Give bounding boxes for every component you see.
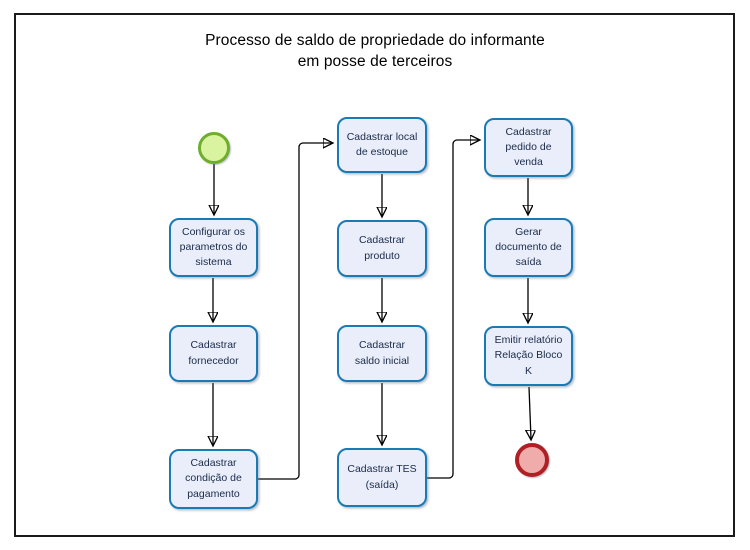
node-emitir-relatorio-bloco-k: Emitir relatório Relação Bloco K bbox=[484, 326, 573, 386]
diagram-title-line2: em posse de terceiros bbox=[297, 52, 453, 70]
node-cadastrar-produto: Cadastrar produto bbox=[337, 220, 427, 277]
node-cadastrar-local-estoque: Cadastrar local de estoque bbox=[337, 117, 427, 173]
start-event-circle bbox=[198, 132, 230, 164]
node-cadastrar-tes-saida: Cadastrar TES (saída) bbox=[337, 448, 427, 507]
node-cadastrar-condicao-pagamento: Cadastrar condição de pagamento bbox=[169, 449, 258, 509]
node-configurar-parametros: Configurar os parametros do sistema bbox=[169, 218, 258, 277]
end-event-circle bbox=[515, 443, 549, 477]
node-cadastrar-fornecedor: Cadastrar fornecedor bbox=[169, 325, 258, 382]
node-gerar-documento-saida: Gerar documento de saída bbox=[484, 218, 573, 277]
node-cadastrar-pedido-venda: Cadastrar pedido de venda bbox=[484, 118, 573, 177]
diagram-title-line1: Processo de saldo de propriedade do info… bbox=[205, 32, 545, 49]
node-cadastrar-saldo-inicial: Cadastrar saldo inicial bbox=[337, 325, 427, 382]
diagram-title: Processo de saldo de propriedade do info… bbox=[0, 31, 750, 73]
